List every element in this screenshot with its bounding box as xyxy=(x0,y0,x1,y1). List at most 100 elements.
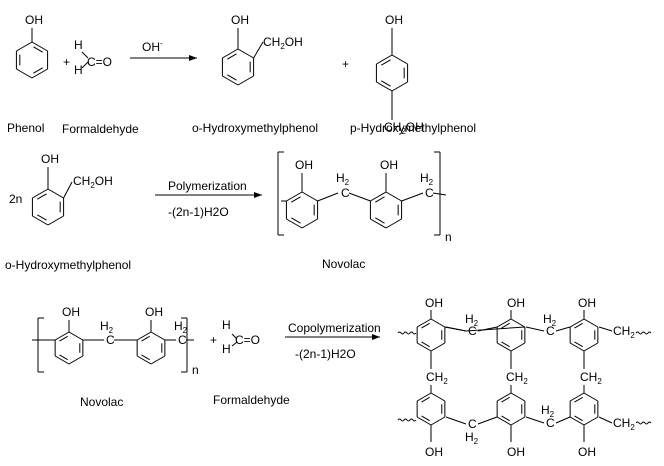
benzene-ring-bond xyxy=(569,392,585,402)
benzene-ring-bond xyxy=(416,318,432,328)
double-bond xyxy=(227,74,237,81)
bond xyxy=(477,416,498,425)
methylene-h2: H2 xyxy=(541,403,555,419)
benzene-ring-bond xyxy=(583,392,599,402)
oh: OH xyxy=(41,152,59,166)
double-bond xyxy=(501,415,510,422)
double-bond xyxy=(59,335,68,342)
novolac-label: Novolac xyxy=(80,395,123,409)
benzene-ring-bond xyxy=(510,318,526,328)
double-bond xyxy=(574,415,583,422)
para-product-label: p-Hydroxymethylphenol xyxy=(350,121,476,135)
benzene-ring-bond xyxy=(286,218,303,229)
benzene-ring-bond xyxy=(391,54,408,65)
methylene-h2: H2 xyxy=(543,312,557,328)
catalyst-label: OH- xyxy=(142,39,163,54)
benzene-ring-bond xyxy=(376,54,393,65)
reactant-label: o-Hydroxymethylphenol xyxy=(5,258,131,272)
benzene-ring-bond xyxy=(31,41,48,52)
double-bond xyxy=(501,322,510,329)
benzene-ring-bond xyxy=(430,392,446,402)
methylene-c: C xyxy=(546,324,555,338)
double-bond xyxy=(375,196,385,203)
bond xyxy=(465,326,525,332)
benzene-ring-bond xyxy=(32,188,49,199)
repeat-n: n xyxy=(445,230,452,244)
oh: OH xyxy=(380,158,398,172)
copolymerization-label: Copolymerization xyxy=(288,321,381,335)
oh: OH xyxy=(62,305,80,319)
benzene-ring-bond xyxy=(54,355,70,365)
methylene-c: C xyxy=(106,333,115,347)
methylene-c: C xyxy=(546,416,555,430)
benzene-ring-bond xyxy=(583,342,599,352)
benzene-ring-bond xyxy=(416,392,432,402)
bond xyxy=(231,333,238,340)
bond xyxy=(432,192,447,196)
bond xyxy=(401,192,424,202)
ortho-ch2oh: CH2OH xyxy=(263,35,303,51)
formaldehyde-h: H xyxy=(222,342,231,356)
benzene-ring-bond xyxy=(583,416,599,426)
double-bond xyxy=(375,217,385,224)
double-bond xyxy=(291,217,301,224)
double-bond xyxy=(421,415,430,422)
methylene-h2: H2 xyxy=(100,319,114,335)
bond xyxy=(477,326,498,332)
bond xyxy=(555,326,571,332)
benzene-ring-bond xyxy=(416,416,432,426)
oh: OH xyxy=(145,305,163,319)
bond xyxy=(231,341,238,347)
oh: OH xyxy=(507,445,525,459)
benzene-ring-bond xyxy=(569,416,585,426)
benzene-ring-bond xyxy=(16,68,33,79)
ch2: CH2 xyxy=(613,324,635,340)
ortho-product-label: o-Hydroxymethylphenol xyxy=(192,121,318,135)
benzene-ring-bond xyxy=(237,75,254,86)
methylene-h2: H2 xyxy=(465,430,479,446)
benzene-ring-bond xyxy=(222,48,239,59)
plus-sign: + xyxy=(63,55,70,69)
benzene-ring-bond xyxy=(31,68,48,79)
methylene-h2: H2 xyxy=(336,171,350,187)
double-bond xyxy=(141,335,150,342)
formaldehyde-co: C=O xyxy=(87,55,112,69)
formaldehyde-h: H xyxy=(74,38,83,52)
double-bond xyxy=(141,354,150,361)
bond xyxy=(445,416,467,425)
oh: OH xyxy=(507,296,525,310)
double-bond xyxy=(501,341,510,348)
bond xyxy=(598,416,613,424)
benzene-ring-bond xyxy=(496,416,512,426)
double-bond xyxy=(33,46,43,53)
benzene-ring-bond xyxy=(47,188,64,199)
double-bond xyxy=(37,214,47,221)
oh: OH xyxy=(295,158,313,172)
benzene-ring-bond xyxy=(286,191,303,202)
benzene-ring-bond xyxy=(416,342,432,352)
bond xyxy=(598,326,613,332)
benzene-ring-bond xyxy=(496,318,512,328)
benzene-ring-bond xyxy=(430,342,446,352)
formaldehyde-h: H xyxy=(74,63,83,77)
wavy-chain-end xyxy=(635,331,652,335)
double-bond xyxy=(574,341,583,348)
ch2oh: CH2OH xyxy=(73,174,113,190)
benzene-ring-bond xyxy=(68,331,84,341)
benzene-ring-bond xyxy=(47,215,64,226)
benzene-ring-bond xyxy=(510,392,526,402)
benzene-ring-bond xyxy=(583,318,599,328)
benzene-ring-bond xyxy=(430,416,446,426)
formaldehyde-co: C=O xyxy=(235,333,260,347)
ch2: CH2 xyxy=(426,370,448,386)
phenol-oh: OH xyxy=(25,13,43,27)
benzene-ring-bond xyxy=(569,318,585,328)
double-bond xyxy=(59,354,68,361)
bonds xyxy=(15,28,652,442)
bond xyxy=(555,416,571,424)
benzene-ring-bond xyxy=(370,218,387,229)
double-bond xyxy=(227,53,237,60)
methylene-c: C xyxy=(468,417,477,431)
double-bond xyxy=(574,322,583,329)
double-bond xyxy=(421,396,430,403)
